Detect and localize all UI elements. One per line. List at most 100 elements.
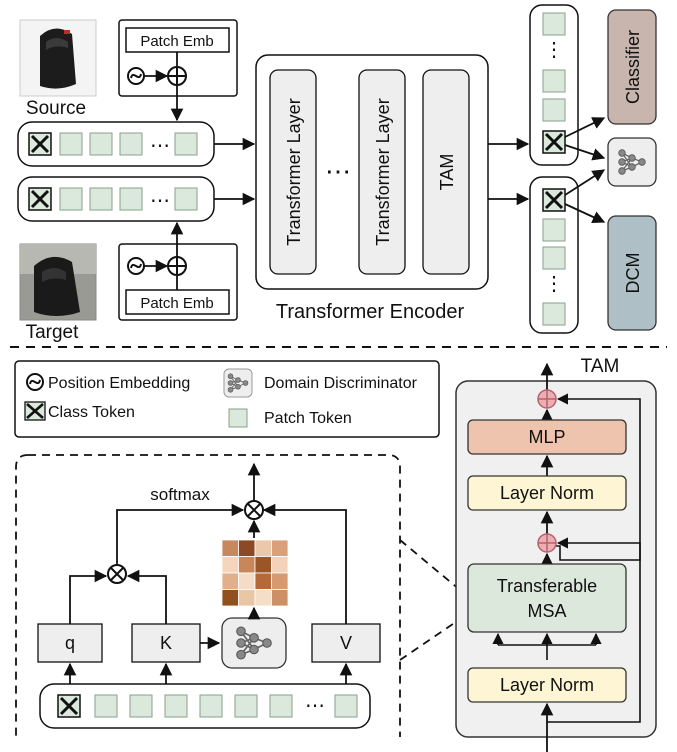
legend-patch-token-label: Patch Token [264, 410, 352, 427]
source-patch-token [89, 132, 113, 156]
tam-layer [422, 69, 470, 275]
target-plus-circle-icon [167, 256, 187, 276]
heatmap-cell [254, 539, 272, 557]
attention-patch-token [234, 694, 258, 718]
target-sequence-dots: ⋯ [150, 190, 170, 212]
target-token-sequence: ⋯ [17, 176, 215, 222]
target-patch-token [174, 187, 198, 211]
attention-heatmap [221, 539, 289, 607]
transformer-layer-2-label: Transformer Layer [373, 98, 393, 245]
target-label: Target [26, 322, 80, 343]
mlp-box [467, 419, 627, 455]
transformer-layer-1 [269, 69, 317, 275]
classifier-label: Classifier [623, 30, 643, 104]
attention-patch-token [164, 694, 188, 718]
msa-label-line2: MSA [527, 601, 566, 621]
heatmap-cell [271, 589, 289, 607]
heatmap-cell [238, 589, 256, 607]
heatmap-cell [238, 539, 256, 557]
legend-position-embedding-label: Position Embedding [48, 375, 190, 392]
source-patch-token [174, 132, 198, 156]
attention-patch-token [199, 694, 223, 718]
heatmap-cell [271, 539, 289, 557]
tam-layer-label: TAM [437, 154, 457, 191]
source-position-embedding-icon [127, 67, 145, 85]
output-times-circle-icon [244, 500, 264, 520]
source-image [19, 19, 97, 97]
target-output-dots: ⋮ [544, 273, 564, 295]
target-output-patch-token [542, 246, 566, 270]
legend-patch-token-icon [228, 408, 248, 428]
heatmap-cell [254, 589, 272, 607]
domain-discriminator-head [607, 137, 657, 187]
attention-input-sequence: ⋯ [39, 683, 371, 729]
legend-class-token-icon [24, 401, 46, 421]
target-output-patch-token [542, 218, 566, 242]
source-plus-circle-icon [167, 66, 187, 86]
target-image [19, 243, 97, 321]
heatmap-cell [271, 572, 289, 590]
transformer-layer-2 [358, 69, 406, 275]
layer-norm-top-box [467, 475, 627, 511]
attention-detail-frame [28, 454, 401, 737]
layer-norm-bottom-label: Layer Norm [500, 675, 594, 695]
heatmap-cell [221, 539, 239, 557]
heatmap-cell [254, 572, 272, 590]
target-patch-token [119, 187, 143, 211]
softmax-label: softmax [150, 485, 210, 504]
dcm-label: DCM [623, 253, 643, 294]
legend [14, 360, 440, 438]
target-output-class-token-icon [541, 187, 567, 213]
target-patch-token [59, 187, 83, 211]
k-label: K [160, 633, 172, 653]
source-class-token-icon [27, 131, 53, 157]
source-label: Source [26, 98, 86, 119]
target-class-token-icon [27, 186, 53, 212]
attention-patch-token [334, 694, 358, 718]
source-patch-token [119, 132, 143, 156]
heatmap-cell [271, 556, 289, 574]
heatmap-cell [254, 556, 272, 574]
mlp-label: MLP [528, 427, 565, 447]
target-position-embedding-icon [127, 257, 145, 275]
source-output-patch-token [542, 69, 566, 93]
k-box [131, 623, 201, 663]
attention-domain-discriminator-box [221, 617, 287, 669]
heatmap-cell [238, 556, 256, 574]
source-output-dots: ⋮ [544, 39, 564, 61]
source-output-patch-token [542, 98, 566, 122]
attention-patch-token [94, 694, 118, 718]
heatmap-cell [221, 572, 239, 590]
encoder-caption: Transformer Encoder [276, 301, 465, 323]
encoder-dots: ⋯ [325, 156, 351, 186]
tam-block [455, 380, 657, 738]
target-patch-emb-label: Patch Emb [140, 295, 213, 312]
legend-position-embedding-icon [26, 373, 44, 391]
attention-patch-token [129, 694, 153, 718]
target-output-patch-token [542, 302, 566, 326]
tam-top-plus-circle-icon [537, 389, 557, 409]
q-label: q [65, 633, 75, 653]
msa-label-line1: Transferable [497, 576, 597, 596]
v-label: V [340, 633, 352, 653]
tam-block-title: TAM [581, 356, 620, 377]
source-output-sequence: ⋮ [529, 4, 579, 166]
transferable-msa-box [467, 563, 627, 633]
source-sequence-dots: ⋯ [150, 135, 170, 157]
source-output-class-token-icon [541, 129, 567, 155]
heatmap-cell [221, 589, 239, 607]
legend-domain-discriminator-label: Domain Discriminator [264, 375, 418, 392]
heatmap-cell [238, 572, 256, 590]
attention-class-token-icon [56, 693, 82, 719]
tam-mid-plus-circle-icon [537, 533, 557, 553]
dcm-head [607, 215, 657, 331]
legend-class-token-label: Class Token [48, 404, 135, 421]
source-token-sequence: ⋯ [17, 121, 215, 167]
source-output-patch-token [542, 12, 566, 36]
source-patch-emb-label: Patch Emb [140, 33, 213, 50]
layer-norm-bottom-box [467, 667, 627, 703]
heatmap-cell [221, 556, 239, 574]
target-output-sequence: ⋮ [529, 176, 579, 334]
attention-sequence-dots: ⋯ [305, 695, 325, 717]
